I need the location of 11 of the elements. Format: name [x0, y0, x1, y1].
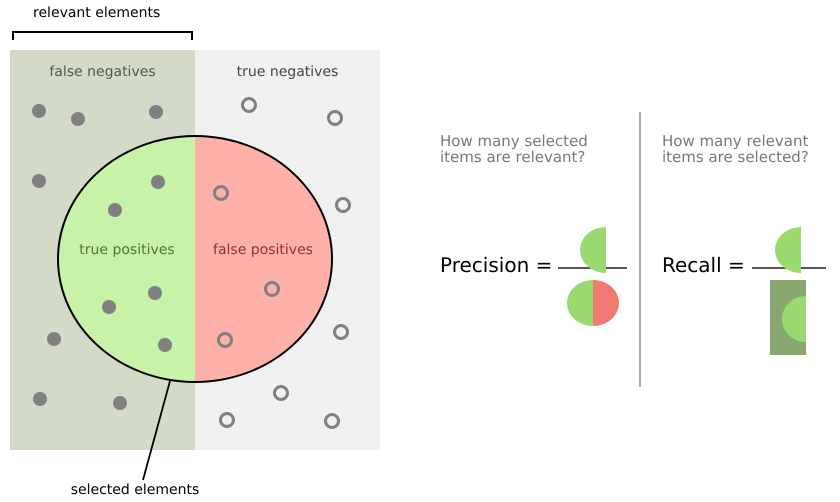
caption-text: selected elements — [50, 480, 220, 502]
region-label: true negatives — [236, 64, 340, 80]
question-text: How many relevant items are selected? — [662, 134, 810, 166]
formula-label: Recall = — [662, 255, 745, 276]
leader-line — [142, 380, 171, 480]
formula-label: Precision = — [440, 255, 552, 276]
region-label: false positives — [212, 242, 314, 258]
bracket-label: relevant elements — [33, 6, 160, 21]
question-text: How many selected items are relevant? — [440, 134, 589, 166]
region-label: true positives — [78, 242, 176, 258]
region-label: false negatives — [48, 64, 157, 80]
